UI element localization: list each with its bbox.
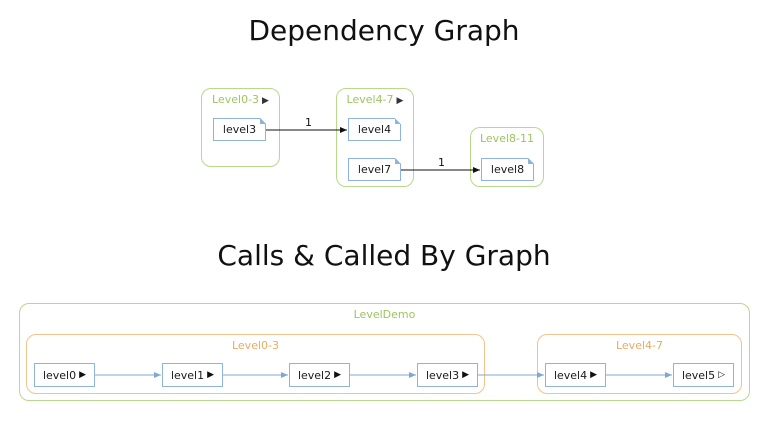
- dep-node-level3[interactable]: level3: [213, 118, 266, 141]
- calls-group-leveldemo[interactable]: LevelDemo: [19, 303, 750, 401]
- calls-group-level0-3[interactable]: Level0-3: [26, 334, 485, 394]
- node-label: level3: [222, 123, 257, 136]
- expand-icon[interactable]: ▶: [79, 370, 87, 380]
- calls-node-level5[interactable]: level5▷: [673, 363, 734, 387]
- expand-icon[interactable]: ▶: [590, 370, 598, 380]
- dep-group-level8-11[interactable]: Level8-11: [470, 127, 544, 187]
- dep-group-level0-3[interactable]: Level0-3▶: [201, 88, 280, 167]
- calls-group-label: Level4-7: [615, 339, 663, 352]
- calls-group-level4-7[interactable]: Level4-7: [537, 334, 742, 394]
- dep-group-label: Level8-11: [479, 132, 534, 145]
- node-label: level5: [681, 368, 716, 382]
- calls-node-level2[interactable]: level2▶: [289, 363, 350, 387]
- dep-group-label: Level4-7: [346, 93, 394, 106]
- dependency-graph-title: Dependency Graph: [248, 14, 520, 47]
- dep-node-level4[interactable]: level4: [348, 118, 401, 141]
- calls-node-level0[interactable]: level0▶: [34, 363, 95, 387]
- dep-node-level7[interactable]: level7: [348, 158, 401, 181]
- calls-node-level3[interactable]: level3▶: [417, 363, 478, 387]
- expand-icon[interactable]: ▶: [262, 96, 269, 106]
- node-label: level4: [357, 123, 392, 136]
- expand-icon[interactable]: ▶: [462, 370, 470, 380]
- dep-node-level8[interactable]: level8: [481, 158, 534, 181]
- expand-icon[interactable]: ▶: [334, 370, 342, 380]
- calls-graph-title: Calls & Called By Graph: [217, 239, 551, 272]
- dep-group-label: Level0-3: [212, 93, 260, 106]
- calls-group-label: Level0-3: [231, 339, 279, 352]
- expand-icon[interactable]: ▶: [207, 370, 215, 380]
- dep-group-level4-7[interactable]: Level4-7▶: [336, 88, 414, 187]
- node-label: level7: [357, 163, 392, 176]
- collapse-icon[interactable]: ▷: [718, 370, 726, 380]
- dep-edge-label: 1: [438, 156, 445, 169]
- calls-group-label: LevelDemo: [353, 308, 416, 321]
- node-label: level4: [553, 368, 588, 382]
- node-label: level1: [170, 368, 205, 382]
- calls-node-level4[interactable]: level4▶: [545, 363, 606, 387]
- node-label: level3: [425, 368, 460, 382]
- node-label: level2: [297, 368, 332, 382]
- expand-icon[interactable]: ▶: [396, 96, 404, 106]
- node-label: level0: [42, 368, 77, 382]
- dep-edge-label: 1: [305, 116, 312, 129]
- calls-node-level1[interactable]: level1▶: [162, 363, 223, 387]
- node-label: level8: [490, 163, 525, 176]
